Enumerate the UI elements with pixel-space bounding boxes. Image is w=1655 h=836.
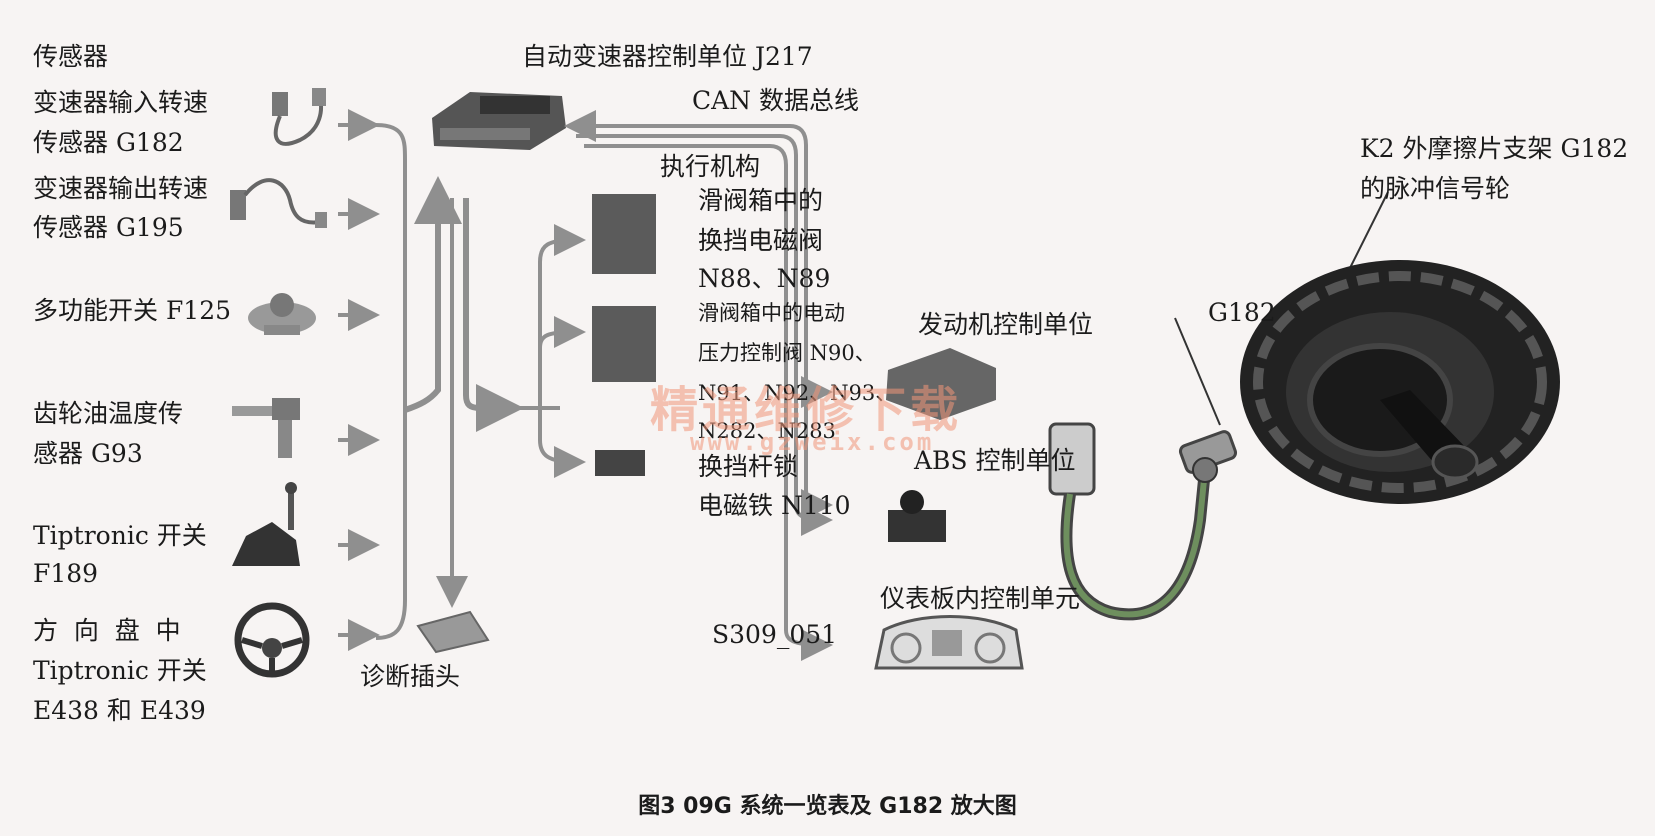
diagnostic-plug-icon (416, 610, 490, 654)
pulse-wheel-icon (1240, 260, 1560, 504)
shift-solenoid-icon (592, 194, 656, 274)
oil-temp-sensor-label-2: 感器 G93 (33, 439, 143, 468)
figure-code-label: S309_051 (712, 620, 838, 649)
steering-switch-label-2: Tiptronic 开关 (33, 656, 207, 685)
oil-temp-sensor-icon (232, 398, 300, 458)
output-speed-sensor-icon (230, 178, 327, 228)
lever-lock-label-2: 电磁铁 N110 (698, 491, 851, 520)
tiptronic-switch-label-2: F189 (33, 559, 99, 588)
input-speed-sensor-label-2: 传感器 G182 (33, 128, 184, 157)
pressure-valve-label-4: N282、N283 (698, 419, 836, 443)
watermark-url: www.gzweix.com (690, 428, 935, 456)
sensor-arrows (338, 109, 380, 651)
input-speed-sensor-icon (272, 88, 326, 146)
shift-solenoid-label-1: 滑阀箱中的 (698, 186, 824, 215)
pressure-valve-icon (592, 306, 656, 382)
output-speed-sensor-label-2: 传感器 G195 (33, 213, 184, 242)
steering-switch-label-1: 方 向 盘 中 (33, 616, 181, 645)
lever-lock-solenoid-icon (595, 450, 645, 476)
dashboard-unit-label: 仪表板内控制单元 (880, 584, 1081, 613)
wheel-pointer-line (1349, 191, 1389, 269)
pressure-valve-label-3: N91、N92、N93、 (698, 381, 897, 405)
sensor-bus-line (375, 123, 407, 640)
engine-control-unit-label: 发动机控制单位 (918, 310, 1094, 339)
tiptronic-switch-icon (232, 482, 300, 566)
oil-temp-sensor-label-1: 齿轮油温度传 (33, 399, 184, 428)
controller-unit-icon (432, 92, 566, 150)
sensors-heading: 传感器 (33, 42, 109, 71)
pressure-valve-label-2: 压力控制阀 N90、 (698, 341, 876, 365)
actuator-branch-line (520, 238, 576, 464)
engine-control-unit-icon (886, 348, 996, 420)
g182-label: G182 (1208, 298, 1276, 327)
lever-lock-label-1: 换挡杆锁 (698, 452, 799, 481)
input-speed-sensor-label-1: 变速器输入转速 (33, 88, 209, 117)
multifunction-switch-icon (248, 293, 316, 335)
watermark-text: 精通维修下载 (650, 382, 963, 438)
multifunction-switch-label: 多功能开关 F125 (33, 296, 232, 325)
abs-unit-label: ABS 控制单位 (914, 446, 1076, 475)
controller-title: 自动变速器控制单位 J217 (522, 42, 813, 71)
output-speed-sensor-label-1: 变速器输出转速 (33, 174, 209, 203)
steering-wheel-icon (234, 602, 310, 678)
pressure-valve-label-1: 滑阀箱中的电动 (698, 301, 845, 325)
pulse-wheel-label-2: 的脉冲信号轮 (1360, 174, 1511, 203)
pulse-wheel-label-1: K2 外摩擦片支架 G182 (1360, 134, 1629, 163)
g182-sensor-icon (1048, 422, 1238, 621)
can-bus-label: CAN 数据总线 (692, 86, 860, 115)
shift-solenoid-label-3: N88、N89 (698, 264, 831, 293)
abs-unit-icon (888, 490, 946, 542)
actuators-heading: 执行机构 (660, 152, 761, 181)
diagnostic-plug-label: 诊断插头 (360, 662, 461, 691)
figure-caption: 图3 09G 系统一览表及 G182 放大图 (638, 794, 1017, 819)
steering-switch-label-3: E438 和 E439 (33, 696, 206, 725)
can-bus-lines (576, 124, 833, 661)
shift-solenoid-label-2: 换挡电磁阀 (698, 226, 824, 255)
instrument-cluster-icon (874, 615, 1024, 670)
tiptronic-switch-label-1: Tiptronic 开关 (33, 521, 207, 550)
g182-pointer-line (1174, 317, 1221, 426)
